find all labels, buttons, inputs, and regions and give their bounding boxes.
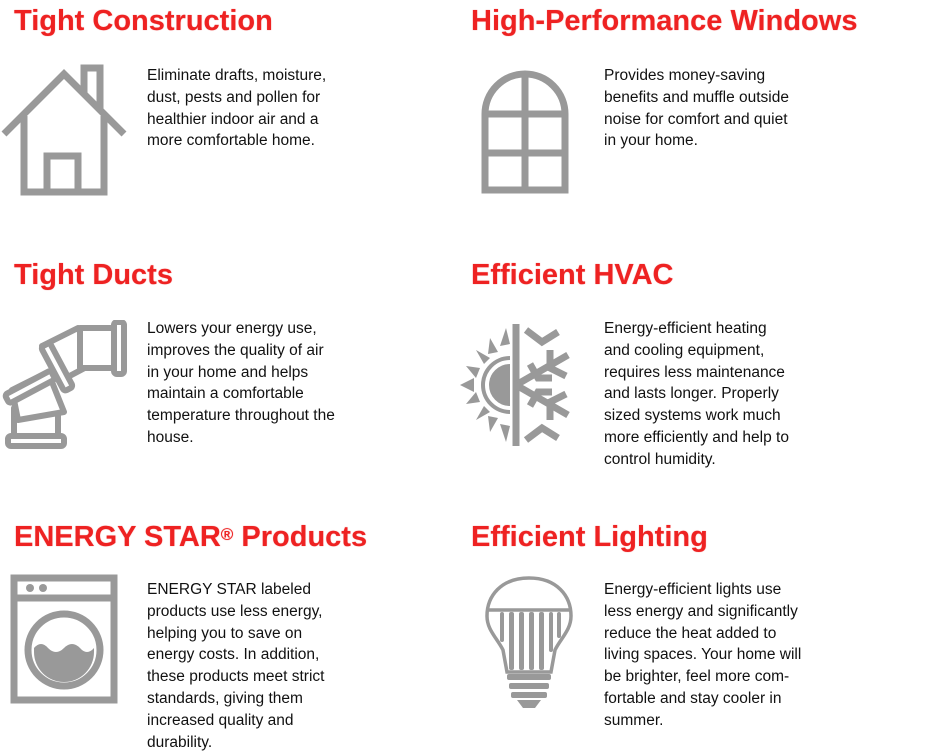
- section-description: Lowers your energy use, improves the qua…: [147, 320, 335, 446]
- section-description: Provides money-saving benefits and muffl…: [604, 67, 789, 150]
- section-title: Efficient HVAC: [471, 259, 674, 291]
- section-description: ENERGY STAR labeled products use less en…: [147, 581, 325, 751]
- light-bulb-icon: [485, 576, 573, 708]
- section-efficient-lighting: Efficient Lighting Energy-efficient ligh…: [471, 520, 927, 750]
- section-title: Efficient Lighting: [471, 521, 708, 553]
- section-high-performance-windows: High-Performance Windows Provides money-…: [471, 4, 927, 204]
- registered-mark: ®: [220, 525, 234, 544]
- section-description: Eliminate drafts, moisture, dust, pests …: [147, 67, 327, 150]
- section-title: High-Performance Windows: [471, 5, 858, 37]
- section-energy-star-products: ENERGY STAR® Products ENERGY STAR labele…: [10, 520, 454, 755]
- section-description: Energy-efficient lights use less energy …: [604, 581, 802, 729]
- section-tight-construction: Tight Construction Eliminate drafts, moi…: [1, 4, 454, 204]
- section-title: ENERGY STAR® Products: [14, 521, 368, 553]
- house-icon: [1, 64, 127, 196]
- section-tight-ducts: Tight Ducts Lowers your energy use, impr…: [2, 258, 454, 468]
- washing-machine-icon: [10, 574, 118, 704]
- section-title: Tight Construction: [14, 5, 273, 37]
- duct-icon: [2, 320, 127, 449]
- window-icon: [481, 70, 569, 194]
- section-title: Tight Ducts: [14, 259, 173, 291]
- section-description: Energy-efficient heating and cooling equ…: [604, 320, 789, 468]
- sun-snowflake-icon: [460, 324, 570, 446]
- section-efficient-hvac: Efficient HVAC: [460, 258, 927, 478]
